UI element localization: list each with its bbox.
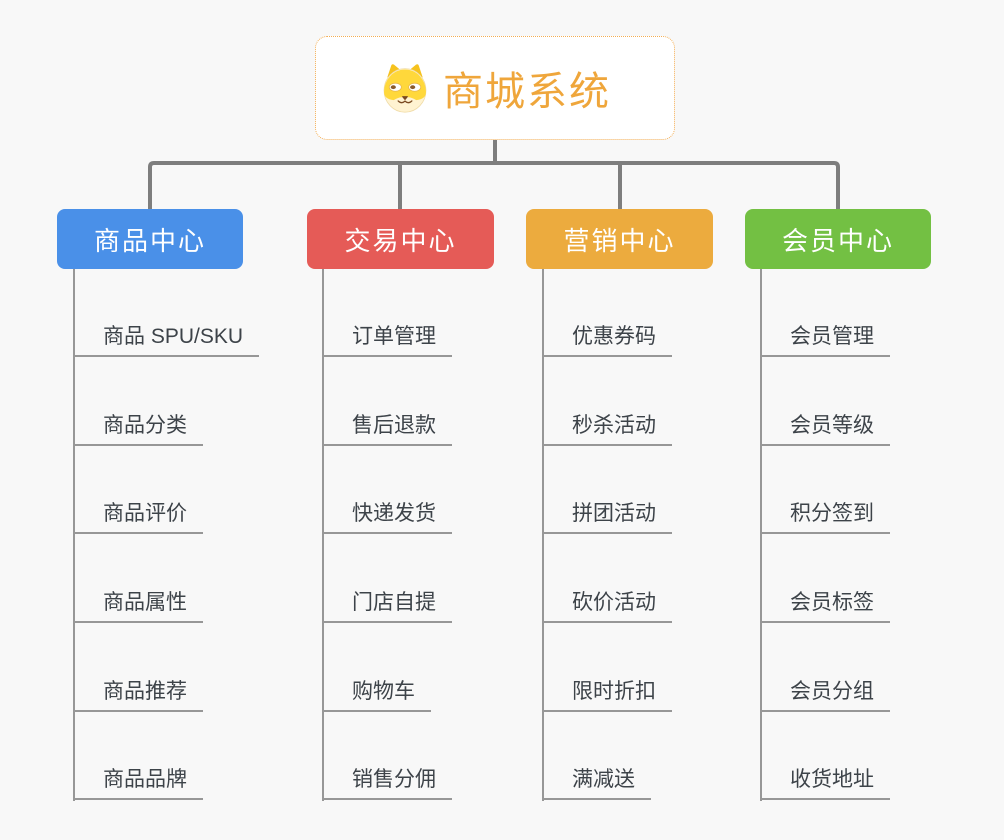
mindmap-item[interactable]: 商品分类 <box>73 411 203 446</box>
mindmap-item[interactable]: 限时折扣 <box>542 677 672 712</box>
branch-trunk-line <box>760 269 762 801</box>
mindmap-item[interactable]: 快递发货 <box>322 499 452 534</box>
mindmap-item[interactable]: 拼团活动 <box>542 499 672 534</box>
mindmap-item[interactable]: 砍价活动 <box>542 588 672 623</box>
mindmap-item[interactable]: 优惠券码 <box>542 322 672 357</box>
mindmap-item[interactable]: 秒杀活动 <box>542 411 672 446</box>
mindmap-item[interactable]: 购物车 <box>322 677 431 712</box>
branch-trunk-line <box>73 269 75 801</box>
branch-header-marketing[interactable]: 营销中心 <box>526 209 713 269</box>
root-node[interactable]: 商城系统 <box>315 36 675 140</box>
mindmap-item[interactable]: 满减送 <box>542 765 651 800</box>
branch-rail-line <box>148 161 840 209</box>
branch-header-trade[interactable]: 交易中心 <box>307 209 494 269</box>
mindmap-item[interactable]: 商品评价 <box>73 499 203 534</box>
mindmap-item[interactable]: 会员标签 <box>760 588 890 623</box>
mindmap-item[interactable]: 收货地址 <box>760 765 890 800</box>
branch-header-members[interactable]: 会员中心 <box>745 209 931 269</box>
branch-trunk-line <box>322 269 324 801</box>
mindmap-item[interactable]: 会员分组 <box>760 677 890 712</box>
mindmap-item[interactable]: 商品属性 <box>73 588 203 623</box>
mindmap-item[interactable]: 销售分佣 <box>322 765 452 800</box>
mindmap-item[interactable]: 会员管理 <box>760 322 890 357</box>
mindmap-item[interactable]: 积分签到 <box>760 499 890 534</box>
mindmap-item[interactable]: 商品推荐 <box>73 677 203 712</box>
mindmap-item[interactable]: 售后退款 <box>322 411 452 446</box>
dog-icon <box>383 64 427 113</box>
branch-trunk-line <box>542 269 544 801</box>
branch-header-products[interactable]: 商品中心 <box>57 209 243 269</box>
mindmap-item[interactable]: 商品 SPU/SKU <box>73 322 260 357</box>
mindmap-item[interactable]: 会员等级 <box>760 411 890 446</box>
root-title: 商城系统 <box>443 70 611 114</box>
mindmap-item[interactable]: 商品品牌 <box>73 765 203 800</box>
mindmap-item[interactable]: 订单管理 <box>322 322 452 357</box>
mindmap-item[interactable]: 门店自提 <box>322 588 452 623</box>
